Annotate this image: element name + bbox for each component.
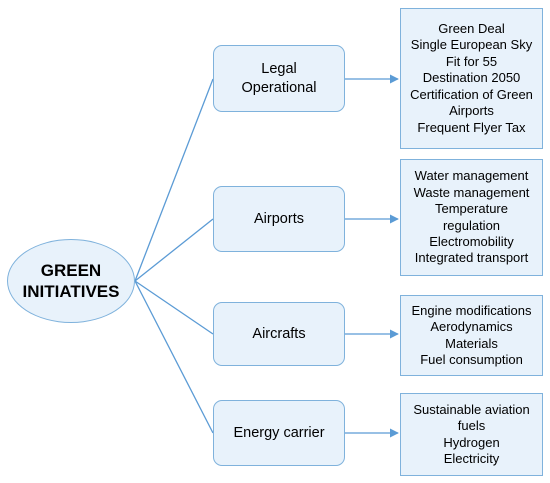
detail-item: Materials bbox=[445, 335, 498, 351]
detail-item: Electromobility bbox=[429, 233, 514, 249]
connector-root-aircrafts bbox=[134, 280, 214, 335]
detail-item: Hydrogen bbox=[443, 434, 500, 450]
detail-box-energy-carrier: Sustainable aviation fuels Hydrogen Elec… bbox=[400, 393, 543, 476]
category-airports: Airports bbox=[213, 186, 345, 252]
detail-box-legal-operational: Green Deal Single European Sky Fit for 5… bbox=[400, 8, 543, 149]
detail-item: Temperature bbox=[435, 201, 508, 217]
detail-item: Integrated transport bbox=[414, 250, 529, 266]
detail-item: Fuel consumption bbox=[420, 351, 523, 367]
detail-box-airports: Water management Waste management Temper… bbox=[400, 159, 543, 276]
category-aircrafts: Aircrafts bbox=[213, 302, 345, 366]
connector-root-legal bbox=[134, 78, 214, 282]
root-node-green-initiatives: GREEN INITIATIVES bbox=[7, 239, 135, 323]
category-legal-operational: Legal Operational bbox=[213, 45, 345, 112]
connector-root-airports bbox=[134, 218, 214, 282]
detail-item: Fit for 55 bbox=[445, 53, 498, 69]
detail-item: regulation bbox=[442, 217, 501, 233]
detail-item: Electricity bbox=[443, 450, 500, 466]
detail-item: fuels bbox=[457, 418, 486, 434]
detail-item: Waste management bbox=[413, 184, 530, 200]
detail-item: Destination 2050 bbox=[422, 70, 521, 86]
detail-item: Frequent Flyer Tax bbox=[417, 119, 526, 135]
detail-item: Water management bbox=[414, 168, 529, 184]
detail-item: Certification of Green bbox=[410, 86, 533, 102]
detail-item: Single European Sky bbox=[410, 37, 533, 53]
detail-item: Sustainable aviation bbox=[413, 401, 530, 417]
detail-item: Green Deal bbox=[438, 21, 505, 37]
detail-item: Airports bbox=[449, 103, 494, 119]
detail-box-aircrafts: Engine modifications Aerodynamics Materi… bbox=[400, 295, 543, 376]
connector-root-energy bbox=[134, 280, 214, 434]
detail-item: Engine modifications bbox=[411, 302, 532, 318]
detail-item: Aerodynamics bbox=[430, 319, 513, 335]
category-energy-carrier: Energy carrier bbox=[213, 400, 345, 466]
